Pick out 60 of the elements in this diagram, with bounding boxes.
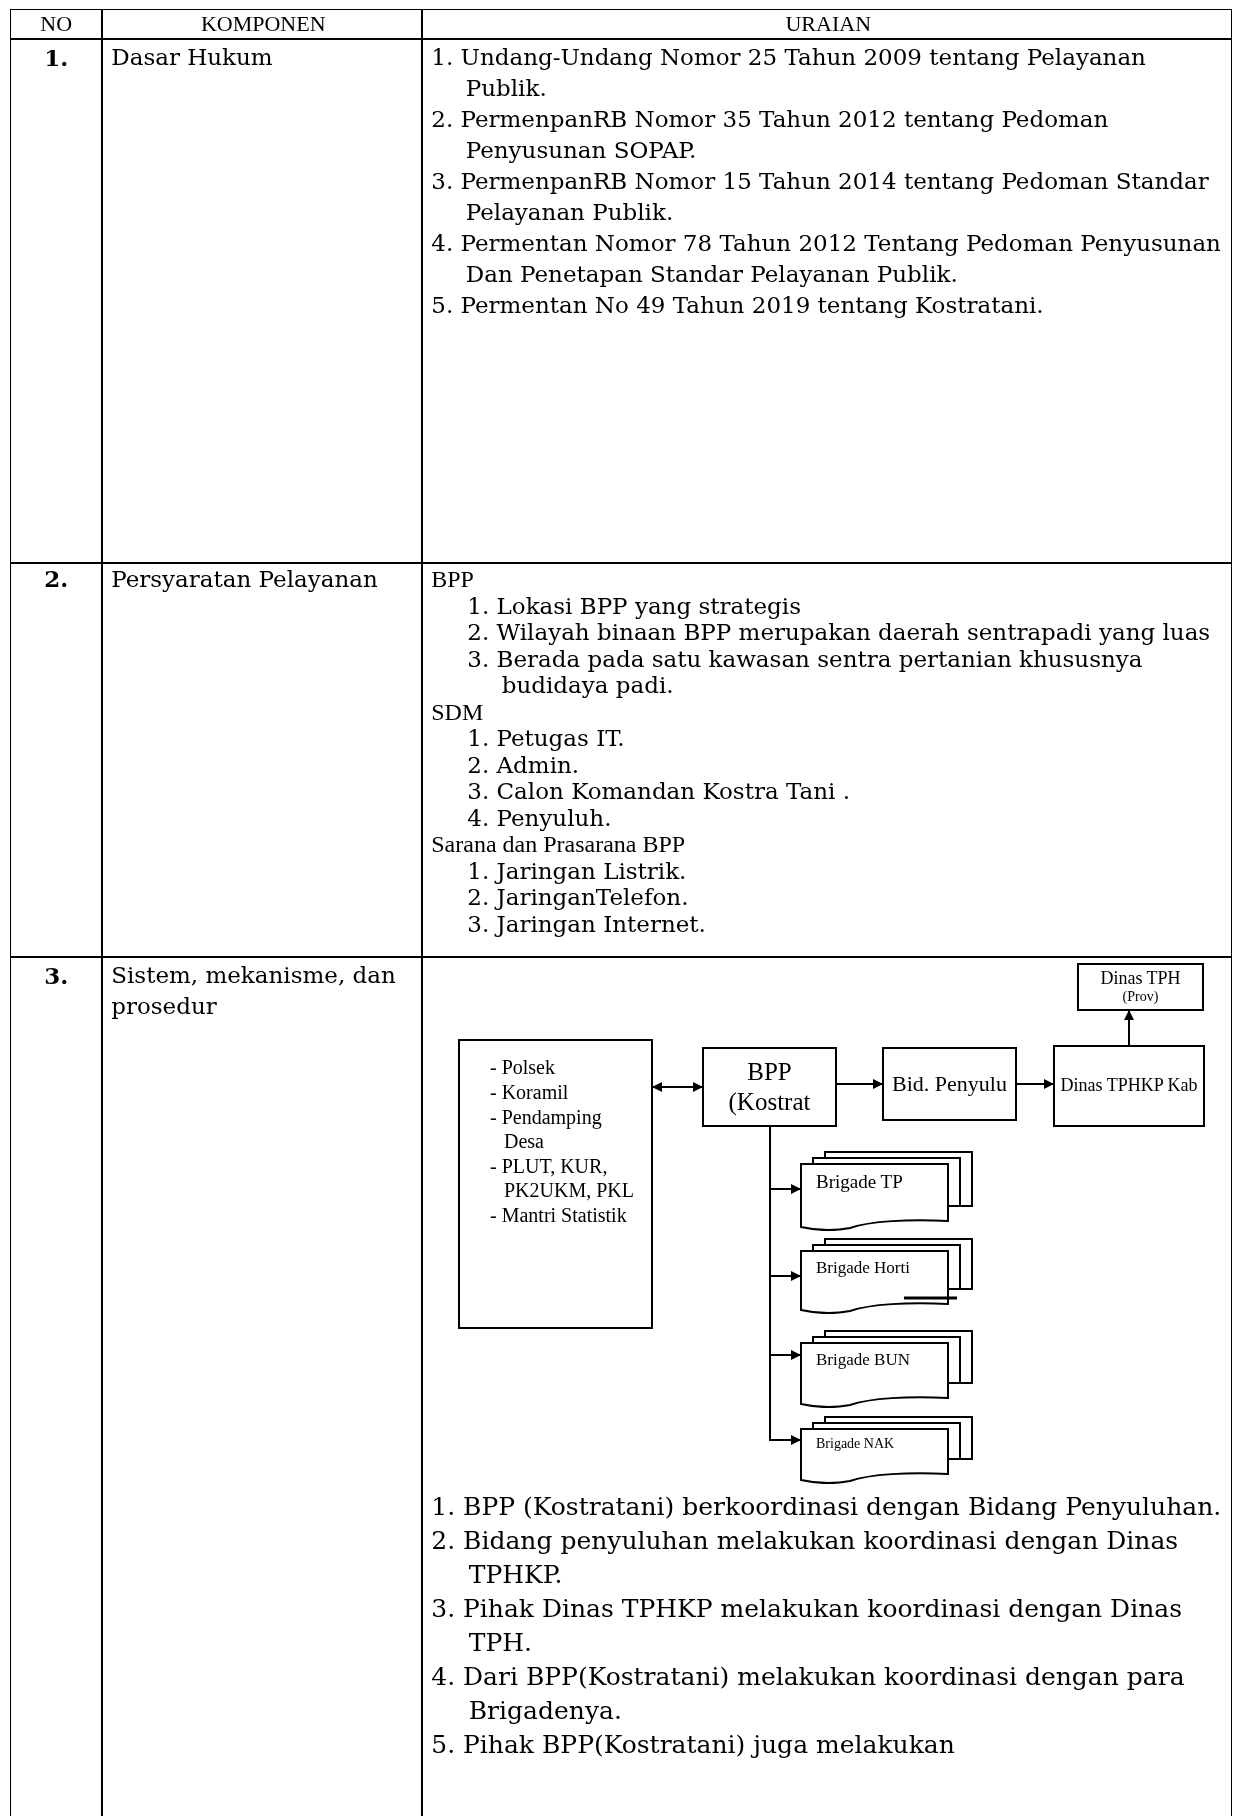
node-label: BPP (Kostrat xyxy=(727,1057,812,1117)
node-label: Dinas TPHKP Kab xyxy=(1060,1075,1198,1097)
node-label: - Pendamping Desa xyxy=(490,1105,603,1153)
list-box xyxy=(458,1039,653,1329)
arrow xyxy=(769,1126,801,1445)
arrow xyxy=(1124,1010,1134,1046)
node-label: Brigade TP xyxy=(816,1171,904,1194)
node-label: Dinas TPH xyxy=(1100,967,1181,990)
column-header: NO xyxy=(39,10,74,39)
arrow xyxy=(1016,1079,1054,1089)
process-box xyxy=(882,1047,1017,1121)
list-item: 1. Undang-Undang Nomor 25 Tahun 2009 tentang Pelayanan Publik. xyxy=(431,43,1147,104)
component-name: Sistem, mekanisme, dan prosedur xyxy=(111,961,397,1022)
list-item: 1. Lokasi BPP yang strategis xyxy=(467,592,802,620)
node-label: - Koramil xyxy=(490,1080,570,1104)
section-heading: BPP xyxy=(431,566,475,593)
document-stack xyxy=(800,1416,973,1484)
row-number: 1. xyxy=(43,43,70,74)
list-item: 3. Berada pada satu kawasan sentra pertanian khususnya budidaya padi. xyxy=(467,645,1144,699)
list-item: 2. JaringanTelefon. xyxy=(467,884,690,911)
list-item: 4. Dari BPP(Kostratani) melakukan koordinasi dengan para Brigadenya. xyxy=(431,1661,1186,1728)
process-box xyxy=(1053,1045,1205,1127)
list-item: 4. Penyuluh. xyxy=(467,804,613,832)
list-item: 5. Pihak BPP(Kostratani) juga melakukan xyxy=(431,1729,956,1762)
list-item: 3. Jaringan Internet. xyxy=(467,910,707,938)
list-item: 2. Admin. xyxy=(467,751,581,779)
document-stack xyxy=(800,1151,973,1231)
node-label: Brigade NAK xyxy=(816,1436,896,1453)
node-label: Brigade Horti xyxy=(816,1258,911,1279)
list-item: 2. Bidang penyuluhan melakukan koordinasi dengan Dinas TPHKP. xyxy=(431,1525,1180,1592)
node-label: Bid. Penyulu xyxy=(892,1070,1007,1098)
list-item: 3. Pihak Dinas TPHKP melakukan koordinasi dengan Dinas TPH. xyxy=(431,1593,1183,1660)
process-box xyxy=(702,1047,837,1127)
section-heading: SDM xyxy=(431,698,485,726)
arrow xyxy=(652,1082,703,1092)
section-heading: Sarana dan Prasarana BPP xyxy=(431,831,687,858)
process-box xyxy=(1077,963,1204,1011)
component-name: Persyaratan Pelayanan xyxy=(111,566,379,593)
list-item: 3. PermenpanRB Nomor 15 Tahun 2014 tentang Pedoman Standar Pelayanan Publik. xyxy=(431,167,1210,228)
list-item: 4. Permentan Nomor 78 Tahun 2012 Tentang Pedoman Penyusunan Dan Penetapan Standar Pelayanan Publik. xyxy=(431,229,1222,290)
node-label: (Prov) xyxy=(1122,989,1159,1007)
column-header: URAIAN xyxy=(784,10,873,39)
node-label: - Polsek xyxy=(490,1055,556,1079)
node-label: - Mantri Statistik xyxy=(490,1203,627,1227)
document-stack xyxy=(800,1330,973,1408)
document-stack xyxy=(800,1238,973,1314)
column-header: KOMPONEN xyxy=(199,10,327,39)
row-number: 3. xyxy=(43,961,70,992)
row-number: 2. xyxy=(43,566,70,593)
list-item: 1. Jaringan Listrik. xyxy=(467,857,688,885)
list-item: 3. Calon Komandan Kostra Tani . xyxy=(467,778,851,805)
list-item: 2. PermenpanRB Nomor 35 Tahun 2012 tentang Pedoman Penyusunan SOPAP. xyxy=(431,105,1110,166)
component-name: Dasar Hukum xyxy=(111,43,274,73)
list-item: 1. BPP (Kostratani) berkoordinasi dengan Bidang Penyuluhan. xyxy=(431,1491,1223,1524)
node-label: - PLUT, KUR, PK2UKM, PKL xyxy=(490,1154,636,1202)
node-label: Brigade BUN xyxy=(816,1350,911,1371)
list-item: 2. Wilayah binaan BPP merupakan daerah sentrapadi yang luas xyxy=(467,619,1212,646)
list-item: 1. Petugas IT. xyxy=(467,725,626,752)
list-item: 5. Permentan No 49 Tahun 2019 tentang Kostratani. xyxy=(431,291,1045,321)
arrow xyxy=(836,1079,883,1089)
